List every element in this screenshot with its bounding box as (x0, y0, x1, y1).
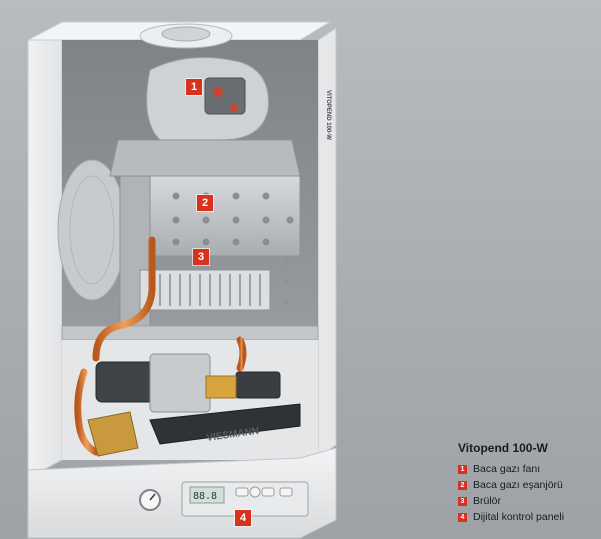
legend-item: 1 Baca gazı fanı (458, 461, 598, 477)
legend-item: 3 Brülör (458, 493, 598, 509)
callout-marker-2: 2 (197, 195, 213, 211)
legend-badge: 3 (458, 496, 467, 506)
cabinet-left-wall (27, 21, 63, 479)
legend-item: 4 Dijital kontrol paneli (458, 509, 598, 525)
legend-label: Baca gazı fanı (473, 463, 541, 475)
heat-exchanger-holes (172, 192, 294, 246)
legend-badge: 2 (458, 480, 467, 490)
display-readout: 88.8 (193, 491, 217, 502)
copper-pipe-right (236, 336, 247, 372)
pump (95, 361, 157, 403)
fan-motor (204, 77, 246, 115)
flue-gas-heat-exchanger (149, 175, 301, 257)
copper-pipe-left-lower (74, 368, 100, 456)
brass-fittings (87, 411, 139, 457)
legend-list: 1 Baca gazı fanı 2 Baca gazı eşanjörü 3 … (458, 461, 598, 525)
copper-pipe-left-upper (92, 236, 156, 362)
callout-marker-3: 3 (193, 249, 209, 265)
electronics-box (149, 403, 301, 445)
control-unit (235, 371, 281, 399)
legend-label: Brülör (473, 495, 502, 507)
gas-valve (149, 353, 211, 413)
legend-badge: 4 (458, 512, 467, 522)
legend-item: 2 Baca gazı eşanjörü (458, 477, 598, 493)
flue-collector-hood (109, 139, 301, 177)
legend-badge: 1 (458, 464, 467, 474)
legend-label: Dijital kontrol paneli (473, 511, 565, 523)
legend-title: Vitopend 100-W (458, 441, 548, 455)
legend: Vitopend 100-W 1 Baca gazı fanı 2 Baca g… (458, 441, 598, 525)
expansion-vessel (57, 159, 127, 301)
callout-marker-1: 1 (186, 79, 202, 95)
legend-label: Baca gazı eşanjörü (473, 479, 563, 491)
side-model-label: VITOPEND 100-W (325, 90, 331, 140)
callout-marker-4: 4 (235, 510, 251, 526)
burner (139, 269, 271, 311)
burner-slats (149, 274, 261, 306)
lcd-display (189, 486, 225, 504)
control-knob (249, 486, 261, 498)
